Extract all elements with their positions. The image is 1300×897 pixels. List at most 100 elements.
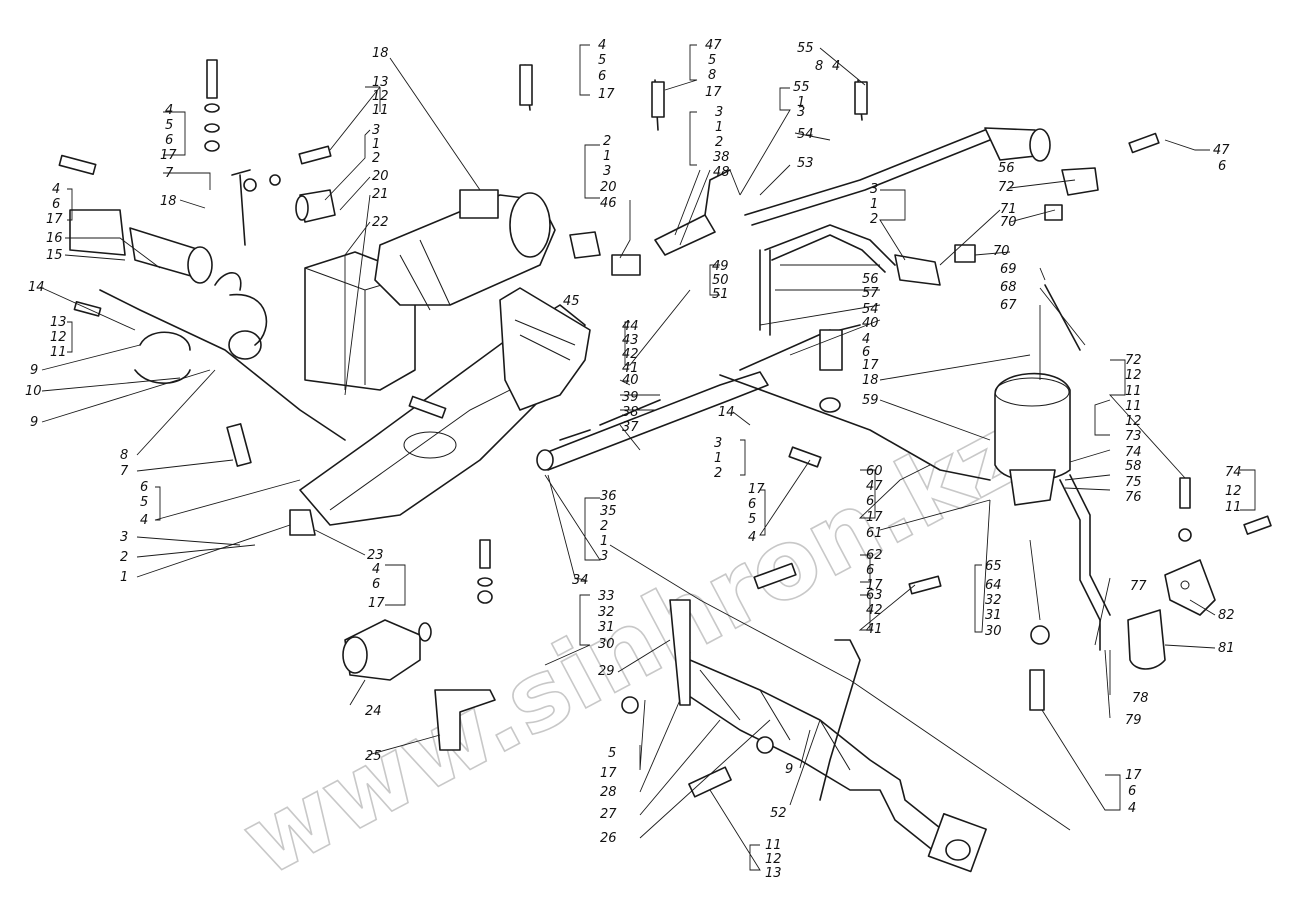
label-1c: 1	[120, 570, 128, 585]
label-34: 34	[572, 573, 589, 588]
label-28: 28	[600, 785, 617, 800]
label-57: 56	[998, 161, 1015, 176]
label-75: 74	[1125, 445, 1142, 460]
label-11p: 11	[1125, 384, 1142, 399]
label-62: 61	[866, 526, 883, 541]
label-6: 6	[165, 133, 173, 148]
label-1k: 1	[600, 534, 608, 549]
label-6m: 6	[866, 494, 874, 509]
label-17m: 17	[866, 510, 883, 525]
label-53: 53	[797, 156, 814, 171]
label-17: 17	[160, 148, 177, 163]
label-38b: 38	[622, 405, 639, 420]
label-17j: 17	[748, 482, 765, 497]
label-17d: 17	[368, 596, 385, 611]
label-8g: 8	[815, 59, 823, 74]
exhaust-pipe	[679, 659, 956, 861]
label-5: 5	[165, 118, 173, 133]
label-8f: 8	[708, 68, 716, 83]
label-50: 50	[712, 273, 729, 288]
label-6h: 6	[1218, 159, 1226, 174]
label-10: 10	[25, 384, 42, 399]
label-13l: 13	[765, 866, 782, 881]
label-12: 12	[372, 89, 389, 104]
label-3g: 3	[797, 105, 805, 120]
label-6c: 6	[140, 480, 148, 495]
label-12p: 12	[1125, 368, 1142, 383]
label-61: 60	[866, 464, 883, 479]
label-64: 63	[866, 588, 883, 603]
label-54b: 54	[862, 302, 879, 317]
label-17l: 17	[600, 766, 617, 781]
label-5f: 5	[708, 53, 716, 68]
label-5j: 5	[748, 512, 756, 527]
label-3e: 3	[603, 164, 611, 179]
label-1e: 1	[603, 149, 611, 164]
label-42n: 42	[866, 603, 883, 618]
label-14b: 14	[718, 405, 735, 420]
label-31o: 31	[985, 608, 1002, 623]
label-26: 26	[600, 831, 617, 846]
label-57b: 56	[862, 272, 879, 287]
label-79: 78	[1132, 691, 1149, 706]
label-77: 76	[1125, 490, 1142, 505]
label-11q: 11	[1125, 399, 1142, 414]
label-78: 77	[1130, 579, 1147, 594]
label-21: 21	[372, 187, 389, 202]
label-1g: 1	[797, 95, 805, 110]
label-18i: 18	[862, 373, 879, 388]
label-56: 55	[797, 41, 814, 56]
label-17s: 17	[1125, 768, 1142, 783]
label-68: 68	[1000, 280, 1017, 295]
label-6i: 6	[862, 345, 870, 360]
label-38: 38	[713, 150, 730, 165]
label-16: 16	[46, 231, 63, 246]
label-1j: 1	[714, 451, 722, 466]
label-44: 44	[622, 319, 639, 334]
label-11b: 11	[50, 345, 67, 360]
label-13b: 13	[50, 315, 67, 330]
label-47: 47	[705, 38, 722, 53]
label-70b: 70	[993, 244, 1010, 259]
label-11: 11	[372, 103, 389, 118]
label-35: 35	[600, 504, 617, 519]
center-pipe	[539, 371, 769, 471]
label-3c: 3	[120, 530, 128, 545]
label-40: 40	[862, 316, 879, 331]
label-67: 67	[1000, 298, 1017, 313]
label-22: 22	[372, 215, 389, 230]
label-3: 3	[372, 123, 380, 138]
label-74: 73	[1125, 429, 1142, 444]
label-12r: 12	[1225, 484, 1242, 499]
label-17f: 17	[705, 85, 722, 100]
filter-tank-67	[994, 372, 1071, 482]
label-72: 72	[998, 180, 1015, 195]
label-9b: 9	[30, 415, 38, 430]
label-4: 4	[165, 103, 173, 118]
label-9l: 9	[785, 762, 793, 777]
label-4g: 4	[832, 59, 840, 74]
label-7b: 7	[120, 464, 129, 479]
label-41n: 41	[866, 622, 883, 637]
label-36: 36	[600, 489, 617, 504]
label-11r: 11	[1225, 500, 1242, 515]
label-69: 69	[1000, 262, 1017, 277]
label-54: 54	[797, 127, 814, 142]
label-3j: 3	[714, 436, 722, 451]
label-65: 64	[985, 578, 1002, 593]
label-31: 31	[598, 620, 615, 635]
label-71: 71	[1000, 202, 1017, 217]
label-27: 27	[600, 807, 617, 822]
callout-labels: 18 13 12 11 3 1 2 20 21 22 4 5 6 17 7 18…	[25, 38, 1242, 881]
label-2: 2	[372, 151, 380, 166]
label-2j: 2	[714, 466, 722, 481]
label-4d: 4	[372, 562, 380, 577]
label-47h: 47	[1213, 143, 1230, 158]
label-41: 41	[622, 361, 639, 376]
label-37: 37	[622, 420, 639, 435]
label-2k: 2	[600, 519, 608, 534]
label-12q: 12	[1125, 414, 1142, 429]
label-12b: 12	[50, 330, 67, 345]
label-8: 8	[120, 448, 128, 463]
